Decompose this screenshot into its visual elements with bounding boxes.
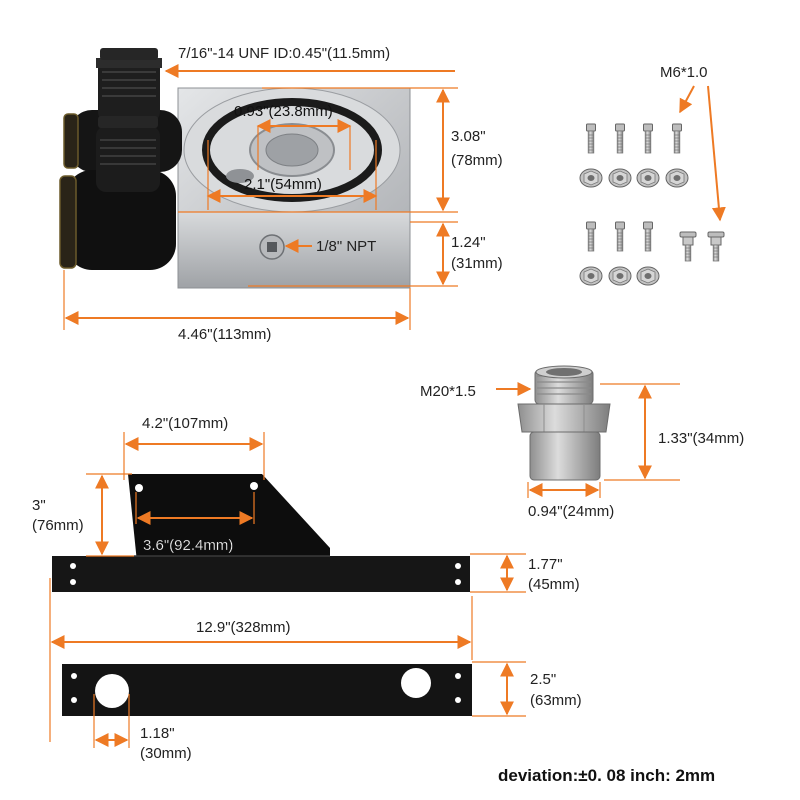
bracket-labels: 4.2"(107mm) 3.6"(92.4mm) 3" (76mm) 1.77"…	[32, 415, 582, 762]
bolt-set	[579, 123, 725, 286]
inner-diameter-label: 0.93"(23.8mm)	[234, 103, 333, 120]
bracket-flange-height-label-mm: (45mm)	[528, 576, 580, 593]
bracket-base-flange	[52, 556, 470, 592]
plate-large-hole-right	[401, 668, 431, 698]
bracket-top-width-label: 4.2"(107mm)	[142, 415, 228, 432]
bracket-height-label-mm: (76mm)	[32, 517, 84, 534]
mounting-bracket-photo	[52, 474, 472, 716]
plate-large-hole-left	[95, 674, 129, 708]
oil-port	[226, 169, 254, 183]
plate-height-label-in: 2.5"	[530, 671, 556, 688]
center-bore-inner	[265, 133, 319, 167]
adapter-thickness-label-in: 1.24"	[451, 234, 486, 251]
bracket-plate	[62, 664, 472, 716]
bracket-dimensions	[49, 432, 526, 748]
adapter-width-label: 4.46"(113mm)	[178, 326, 271, 343]
bracket-height-label-in: 3"	[32, 497, 46, 514]
adapter-height-label-mm: (78mm)	[451, 152, 503, 169]
adapter-labels: 7/16"-14 UNF ID:0.45"(11.5mm) 0.93"(23.8…	[178, 45, 503, 343]
fitting-height-label: 1.33"(34mm)	[658, 430, 744, 447]
bracket-length-label: 12.9"(328mm)	[196, 619, 291, 636]
m20-fitting-photo	[517, 365, 611, 481]
bracket-flange-height-label-in: 1.77"	[528, 556, 563, 573]
thread-label: 7/16"-14 UNF ID:0.45"(11.5mm)	[178, 45, 390, 62]
fitting-thread-label: M20*1.5	[420, 383, 476, 400]
fitting-width-label: 0.94"(24mm)	[528, 503, 614, 520]
npt-port-label: 1/8" NPT	[316, 238, 376, 255]
seal-diameter-label: 2.1"(54mm)	[244, 176, 322, 193]
adapter-thickness-label-mm: (31mm)	[451, 255, 503, 272]
hole-size-label-mm: (30mm)	[140, 745, 192, 762]
adapter-dimensions	[63, 64, 458, 330]
adapter-height-label-in: 3.08"	[451, 128, 486, 145]
bracket-hole-spacing-label: 3.6"(92.4mm)	[143, 537, 233, 554]
an-fitting-lower	[59, 116, 176, 270]
plate-height-label-mm: (63mm)	[530, 692, 582, 709]
bolt-callout: M6*1.0	[660, 64, 726, 222]
hole-size-label-in: 1.18"	[140, 725, 175, 742]
m20-fitting-dimensions: M20*1.5 1.33"(34mm) 0.94"(24mm)	[420, 382, 744, 520]
deviation-note: deviation:±0. 08 inch: 2mm	[498, 766, 715, 785]
bolt-size-label: M6*1.0	[660, 64, 708, 81]
